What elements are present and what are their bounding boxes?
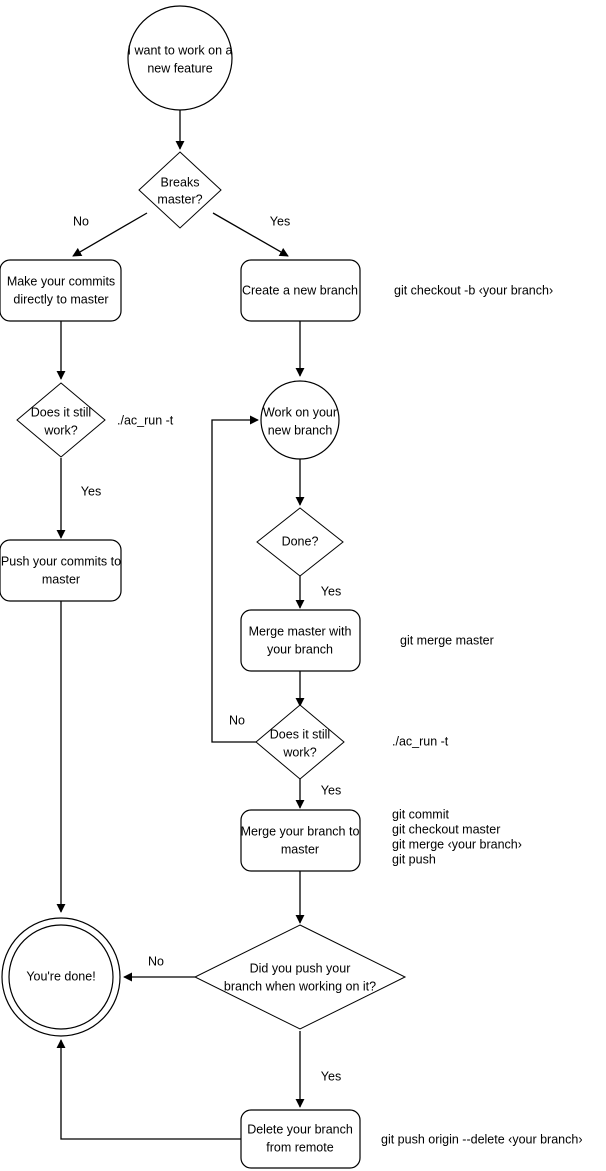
edge-right-test-no-loop — [211, 415, 259, 743]
annotation-left-test-cmd: ./ac_run -t — [117, 413, 174, 427]
make-commits-master-box-shape — [0, 259, 122, 322]
merge-branch-to-master-box-shape — [240, 809, 361, 872]
push-commits-master-label-line2: master — [42, 572, 80, 586]
did-you-push-label-line1: Did you push your — [250, 961, 351, 975]
push-commits-master-label-line1: Push your commits to — [1, 554, 121, 568]
node-work-on-branch[interactable]: Work on your new branch — [260, 380, 340, 460]
edge-label-right-test-no: No — [229, 713, 245, 727]
work-on-branch-label-line2: new branch — [268, 423, 333, 437]
annotation-right-test-cmd: ./ac_run -t — [392, 734, 449, 748]
did-you-push-diamond-shape — [193, 924, 407, 1030]
left-still-work-diamond-shape — [16, 382, 106, 458]
node-did-you-push[interactable]: Did you push your branch when working on… — [193, 924, 407, 1030]
annotation-merge-master-cmd: git merge master — [400, 633, 494, 647]
annotation-merge-cmd-1: git commit — [392, 807, 449, 821]
edge-label-breaks-no: No — [73, 214, 89, 228]
edge-breaks-no — [72, 212, 148, 257]
start-circle-shape — [127, 5, 233, 111]
annotation-merge-cmd-2: git checkout master — [392, 822, 500, 836]
breaks-master-label-line2: master? — [157, 192, 202, 206]
annotation-create-branch-cmd: git checkout -b ‹your branch› — [394, 283, 553, 297]
node-right-still-work[interactable]: Does it still work? — [255, 704, 345, 780]
merge-master-with-branch-label-line1: Merge master with — [249, 624, 352, 638]
edge-label-push-question-yes: Yes — [321, 1069, 341, 1083]
node-delete-branch-remote[interactable]: Delete your branch from remote — [240, 1109, 361, 1169]
node-merge-master-with-branch[interactable]: Merge master with your branch — [240, 609, 361, 672]
annotation-delete-branch-cmd: git push origin --delete ‹your branch› — [381, 1132, 583, 1146]
node-left-still-work[interactable]: Does it still work? — [16, 382, 106, 458]
right-still-work-diamond-shape — [255, 704, 345, 780]
merge-master-with-branch-box-shape — [240, 609, 361, 672]
breaks-master-diamond-shape — [138, 151, 222, 229]
annotations: git checkout -b ‹your branch› ./ac_run -… — [117, 283, 583, 1146]
annotation-merge-cmd-3: git merge ‹your branch› — [392, 837, 522, 851]
delete-branch-remote-label-line2: from remote — [266, 1140, 333, 1154]
done-question-diamond-shape — [256, 507, 344, 577]
edge-labels: No Yes Yes Yes No Yes No Yes — [73, 214, 341, 1083]
create-branch-label-line1: Create a new branch — [242, 283, 358, 297]
node-push-commits-master[interactable]: Push your commits to master — [0, 539, 122, 602]
node-create-branch[interactable]: Create a new branch — [240, 259, 361, 322]
work-on-branch-circle-shape — [260, 380, 340, 460]
start-label-line2: new feature — [147, 61, 212, 75]
delete-branch-remote-label-line1: Delete your branch — [247, 1122, 353, 1136]
merge-branch-to-master-label-line1: Merge your branch to — [241, 824, 360, 838]
node-breaks-master[interactable]: Breaks master? — [138, 151, 222, 229]
annotation-merge-cmd-4: git push — [392, 852, 436, 866]
end-inner-circle-shape — [8, 924, 114, 1030]
breaks-master-label-line1: Breaks — [161, 175, 200, 189]
work-on-branch-label-line1: Work on your — [263, 405, 337, 419]
connectors — [56, 110, 305, 1140]
make-commits-master-label-line1: Make your commits — [7, 274, 115, 288]
create-branch-box-shape — [240, 259, 361, 322]
edge-label-breaks-yes: Yes — [270, 214, 290, 228]
node-merge-branch-to-master[interactable]: Merge your branch to master — [240, 809, 361, 872]
edge-delete-branch-to-end — [56, 1039, 241, 1140]
right-still-work-label-line1: Does it still — [270, 727, 330, 741]
did-you-push-label-line2: branch when working on it? — [224, 979, 376, 993]
edge-label-push-question-no: No — [148, 954, 164, 968]
merge-master-with-branch-label-line2: your branch — [267, 642, 333, 656]
merge-branch-to-master-label-line2: master — [281, 842, 319, 856]
edge-label-done-yes: Yes — [321, 584, 341, 598]
node-done-question[interactable]: Done? — [256, 507, 344, 577]
node-end[interactable]: You're done! — [1, 917, 121, 1037]
edge-label-right-test-yes: Yes — [321, 783, 341, 797]
edge-breaks-yes — [212, 212, 289, 257]
left-still-work-label-line2: work? — [43, 423, 77, 437]
end-label: You're done! — [26, 969, 95, 983]
make-commits-master-label-line2: directly to master — [13, 292, 108, 306]
done-question-label-line1: Done? — [282, 534, 319, 548]
left-still-work-label-line1: Does it still — [31, 405, 91, 419]
push-commits-master-box-shape — [0, 539, 122, 602]
node-make-commits-master[interactable]: Make your commits directly to master — [0, 259, 122, 322]
node-start[interactable]: I want to work on a new feature — [127, 5, 233, 111]
delete-branch-remote-box-shape — [240, 1109, 361, 1169]
right-still-work-label-line2: work? — [282, 745, 316, 759]
edge-label-left-test-yes: Yes — [81, 484, 101, 498]
start-label-line1: I want to work on a — [128, 43, 233, 57]
